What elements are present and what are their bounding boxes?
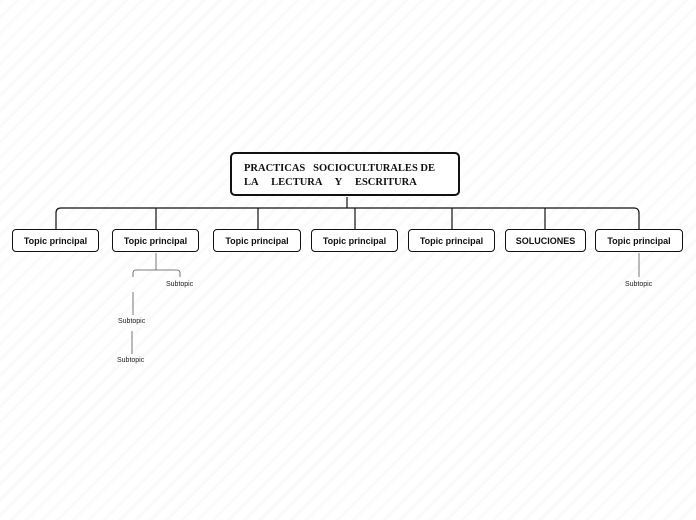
central-topic[interactable]: PRACTICAS SOCIOCULTURALES DE LA LECTURA … [230,152,460,196]
main-topic-4[interactable]: Topic principal [311,229,398,252]
main-topic-1[interactable]: Topic principal [12,229,99,252]
subtopic-item[interactable]: Subtopic [118,318,146,325]
main-topic-5[interactable]: Topic principal [408,229,495,252]
main-topic-3[interactable]: Topic principal [213,229,301,252]
subtopic-item[interactable]: Subtopic [625,281,653,288]
subtopic-item[interactable]: Subtopic [117,357,145,364]
main-topic-2[interactable]: Topic principal [112,229,199,252]
subtopic-item[interactable]: Subtopic [166,281,194,288]
main-topic-soluciones[interactable]: SOLUCIONES [505,229,586,252]
main-topic-7[interactable]: Topic principal [595,229,683,252]
